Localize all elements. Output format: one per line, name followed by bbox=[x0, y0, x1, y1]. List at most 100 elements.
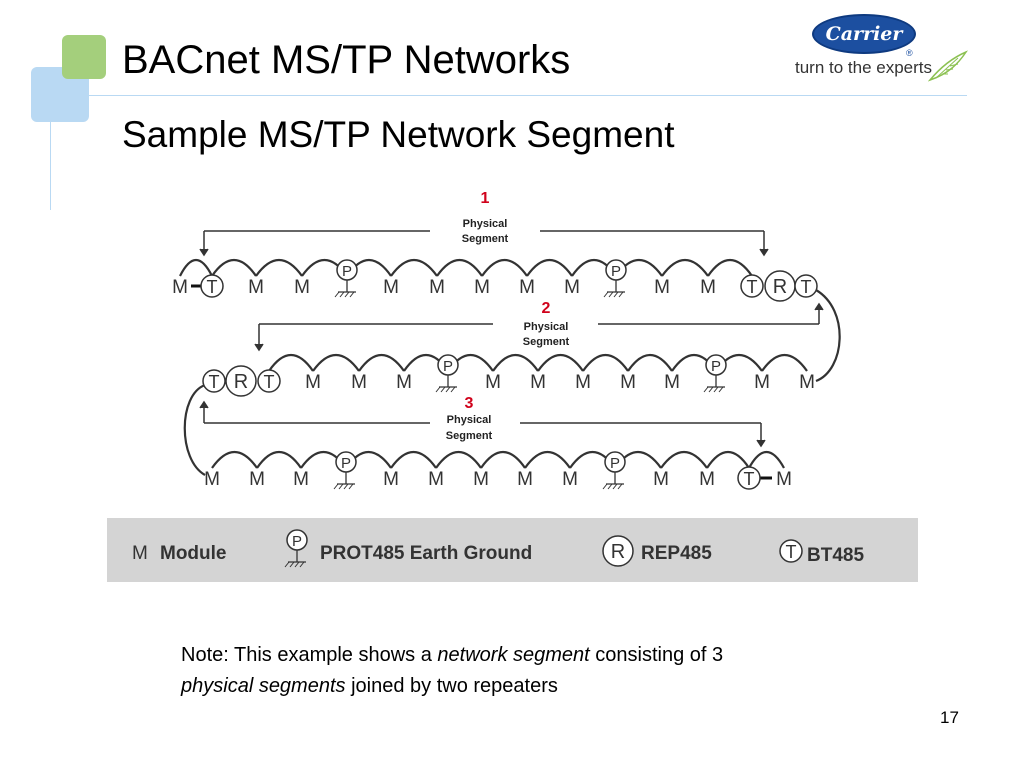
device-m-r2-8: M bbox=[530, 372, 546, 393]
device-m-r1-9: M bbox=[564, 277, 580, 298]
device-m-r1-0: M bbox=[172, 277, 188, 298]
device-m-r1-2: M bbox=[248, 277, 264, 298]
daisy-chain-arc bbox=[582, 354, 629, 372]
repeater-label: REP485 bbox=[641, 543, 712, 564]
svg-text:M: M bbox=[294, 277, 310, 298]
note-part2: consisting of 3 bbox=[589, 644, 724, 666]
svg-text:P: P bbox=[341, 455, 351, 472]
svg-text:R: R bbox=[773, 276, 787, 298]
device-m-r1-12: M bbox=[700, 277, 716, 298]
device-r-r2-1: R bbox=[225, 365, 257, 397]
svg-text:M: M bbox=[776, 469, 792, 490]
ground-symbol: P bbox=[292, 533, 302, 550]
note-emphasis-physical-segments: physical segments bbox=[181, 675, 346, 697]
page-number: 17 bbox=[940, 708, 959, 727]
daisy-chain-arc bbox=[660, 451, 708, 469]
svg-text:M: M bbox=[620, 372, 636, 393]
device-m-r3-1: M bbox=[249, 469, 265, 490]
svg-text:M: M bbox=[653, 469, 669, 490]
svg-text:M: M bbox=[664, 372, 680, 393]
svg-text:M: M bbox=[383, 469, 399, 490]
logo-registered-mark: ® bbox=[906, 48, 913, 58]
segment-number: 3 bbox=[465, 395, 474, 412]
legend-terminator: T BT485 bbox=[779, 539, 864, 566]
svg-text:M: M bbox=[305, 372, 321, 393]
daisy-chain-arc bbox=[707, 259, 753, 277]
wrap-row2-row3 bbox=[183, 383, 206, 476]
daisy-chain-arc bbox=[211, 451, 258, 469]
device-m-r1-7: M bbox=[474, 277, 490, 298]
daisy-chain-arc bbox=[492, 354, 539, 372]
terminator-symbol: T bbox=[786, 542, 797, 562]
svg-text:M: M bbox=[383, 277, 399, 298]
daisy-chain-arc bbox=[706, 451, 750, 469]
svg-text:M: M bbox=[293, 469, 309, 490]
segment-label-line1: Physical bbox=[524, 321, 569, 333]
device-p-r1-10: P bbox=[603, 259, 627, 298]
slide-title: BACnet MS/TP Networks bbox=[122, 38, 571, 82]
segment-label-line2: Segment bbox=[462, 233, 509, 245]
svg-text:P: P bbox=[611, 263, 621, 280]
note-text: Note: This example shows a network segme… bbox=[181, 640, 901, 702]
daisy-chain-arc bbox=[179, 258, 213, 277]
svg-text:P: P bbox=[342, 263, 352, 280]
note-emphasis-network-segment: network segment bbox=[437, 644, 590, 666]
legend-ground: P PROT485 Earth Ground bbox=[284, 529, 532, 568]
device-m-r2-7: M bbox=[485, 372, 501, 393]
svg-text:P: P bbox=[711, 358, 721, 375]
daisy-chain-arc bbox=[211, 259, 257, 277]
device-m-r1-8: M bbox=[519, 277, 535, 298]
device-m-r1-3: M bbox=[294, 277, 310, 298]
device-t-r1-15: T bbox=[794, 274, 818, 298]
svg-text:M: M bbox=[473, 469, 489, 490]
svg-text:T: T bbox=[264, 372, 275, 392]
device-m-r3-7: M bbox=[517, 469, 533, 490]
daisy-chain-arc bbox=[390, 259, 438, 277]
slide-subtitle: Sample MS/TP Network Segment bbox=[122, 114, 675, 155]
device-t-r1-13: T bbox=[740, 274, 764, 298]
device-p-r1-4: P bbox=[334, 259, 358, 298]
device-m-r2-4: M bbox=[351, 372, 367, 393]
leaf-swoosh-icon bbox=[928, 50, 968, 82]
svg-text:M: M bbox=[654, 277, 670, 298]
device-p-r2-6: P bbox=[435, 354, 459, 393]
svg-text:T: T bbox=[801, 277, 812, 297]
device-m-r3-11: M bbox=[699, 469, 715, 490]
svg-text:M: M bbox=[428, 469, 444, 490]
daisy-chain-arc bbox=[255, 259, 303, 277]
svg-text:M: M bbox=[351, 372, 367, 393]
wrap-row1-row2 bbox=[815, 289, 841, 383]
daisy-chain-arc bbox=[312, 354, 360, 372]
daisy-chain-arc bbox=[268, 354, 314, 372]
svg-text:M: M bbox=[474, 277, 490, 298]
svg-text:M: M bbox=[530, 372, 546, 393]
segment-brackets bbox=[199, 230, 824, 448]
svg-text:M: M bbox=[429, 277, 445, 298]
segment-label-line2: Segment bbox=[523, 336, 570, 348]
ground-label: PROT485 Earth Ground bbox=[320, 543, 532, 564]
device-m-r2-9: M bbox=[575, 372, 591, 393]
device-m-r1-5: M bbox=[383, 277, 399, 298]
terminator-label: BT485 bbox=[807, 545, 864, 566]
svg-text:M: M bbox=[564, 277, 580, 298]
daisy-chain-arc bbox=[537, 354, 584, 372]
svg-text:P: P bbox=[610, 455, 620, 472]
segment-number: 2 bbox=[542, 300, 551, 317]
device-m-r3-13: M bbox=[776, 469, 792, 490]
header-divider bbox=[62, 95, 967, 96]
module-label: Module bbox=[160, 543, 227, 564]
device-m-r2-3: M bbox=[305, 372, 321, 393]
device-t-r2-2: T bbox=[257, 369, 281, 393]
decor-green-square bbox=[62, 35, 106, 79]
device-m-r2-10: M bbox=[620, 372, 636, 393]
svg-text:M: M bbox=[562, 469, 578, 490]
device-m-r2-14: M bbox=[799, 372, 815, 393]
segment-number: 1 bbox=[481, 190, 490, 207]
